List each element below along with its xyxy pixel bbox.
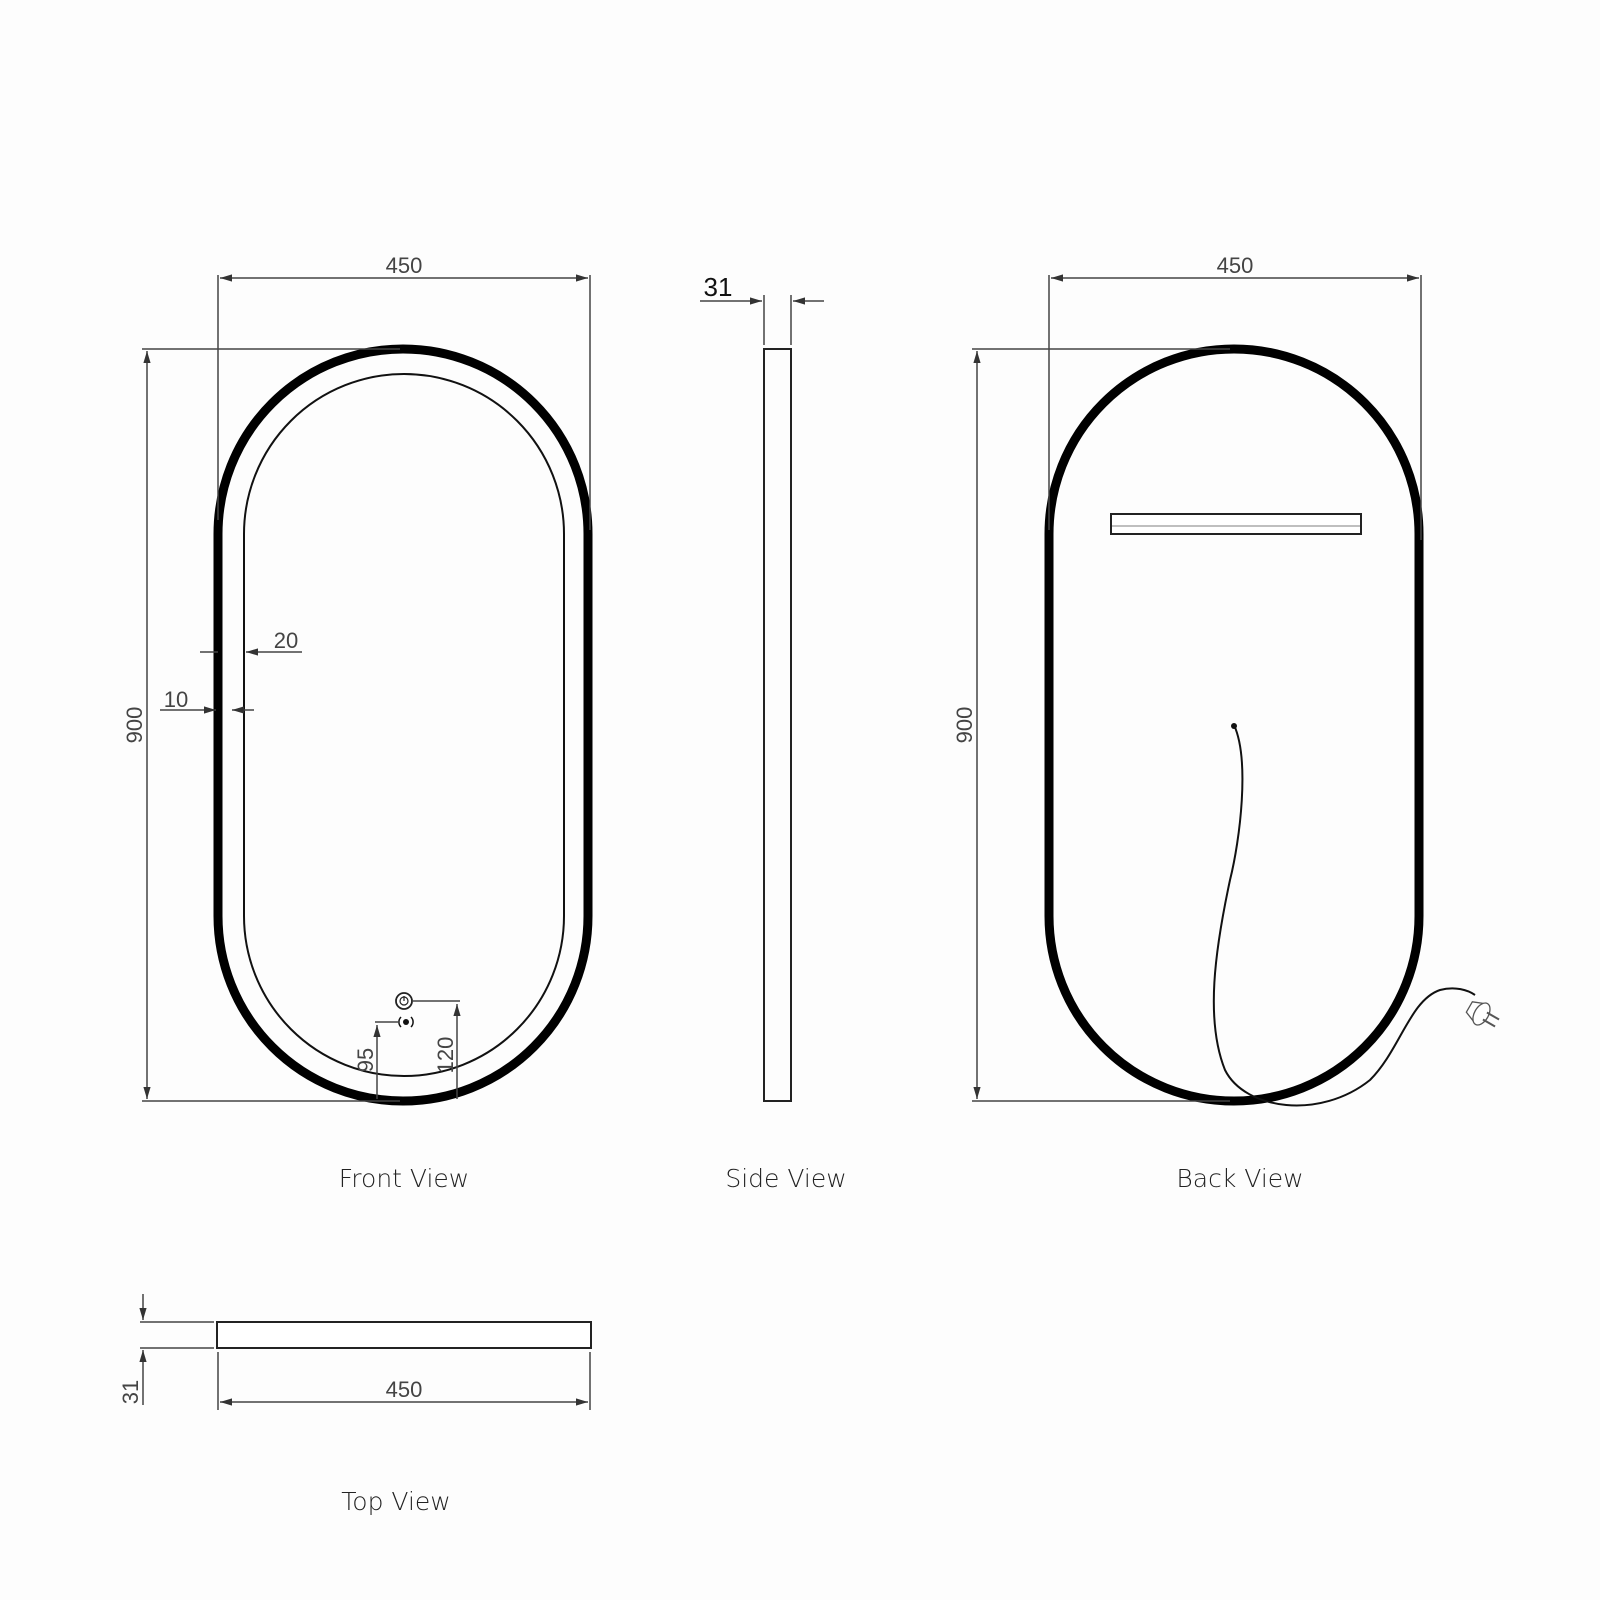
- side-depth-label: 31: [704, 272, 733, 302]
- back-height-label: 900: [952, 707, 977, 744]
- front-led-strip: [243, 373, 565, 1077]
- touch-sensor-height-label: 120: [433, 1037, 458, 1074]
- top-view: 31 450 Top View: [118, 1294, 592, 1516]
- back-mirror-frame: [1044, 344, 1424, 1106]
- side-view-caption: Side View: [725, 1164, 846, 1193]
- wall-bracket: [1110, 513, 1362, 535]
- side-profile: [763, 348, 792, 1102]
- ir-sensor-height-label: 95: [353, 1048, 378, 1072]
- sensor-icon: [398, 1016, 414, 1028]
- back-width-label: 450: [1217, 253, 1254, 278]
- top-profile: [216, 1321, 592, 1349]
- back-view-caption: Back View: [1176, 1164, 1303, 1193]
- top-view-caption: Top View: [341, 1487, 450, 1516]
- frame-width-label: 20: [274, 628, 298, 653]
- back-view: 450 900 Back View: [952, 253, 1500, 1193]
- front-mirror-frame: [213, 344, 593, 1106]
- front-view-caption: Front View: [339, 1164, 470, 1193]
- power-icon: [395, 992, 413, 1010]
- front-view: 450 900 20 10 120 95 Front V: [122, 253, 593, 1193]
- edge-width-label: 10: [164, 687, 188, 712]
- front-width-label: 450: [386, 253, 423, 278]
- plug-icon: [1465, 1001, 1500, 1028]
- side-view: 31 Side View: [700, 272, 847, 1193]
- front-height-label: 900: [122, 707, 147, 744]
- power-cable: [1212, 724, 1476, 1107]
- top-depth-label: 31: [118, 1380, 143, 1404]
- top-width-label: 450: [386, 1377, 423, 1402]
